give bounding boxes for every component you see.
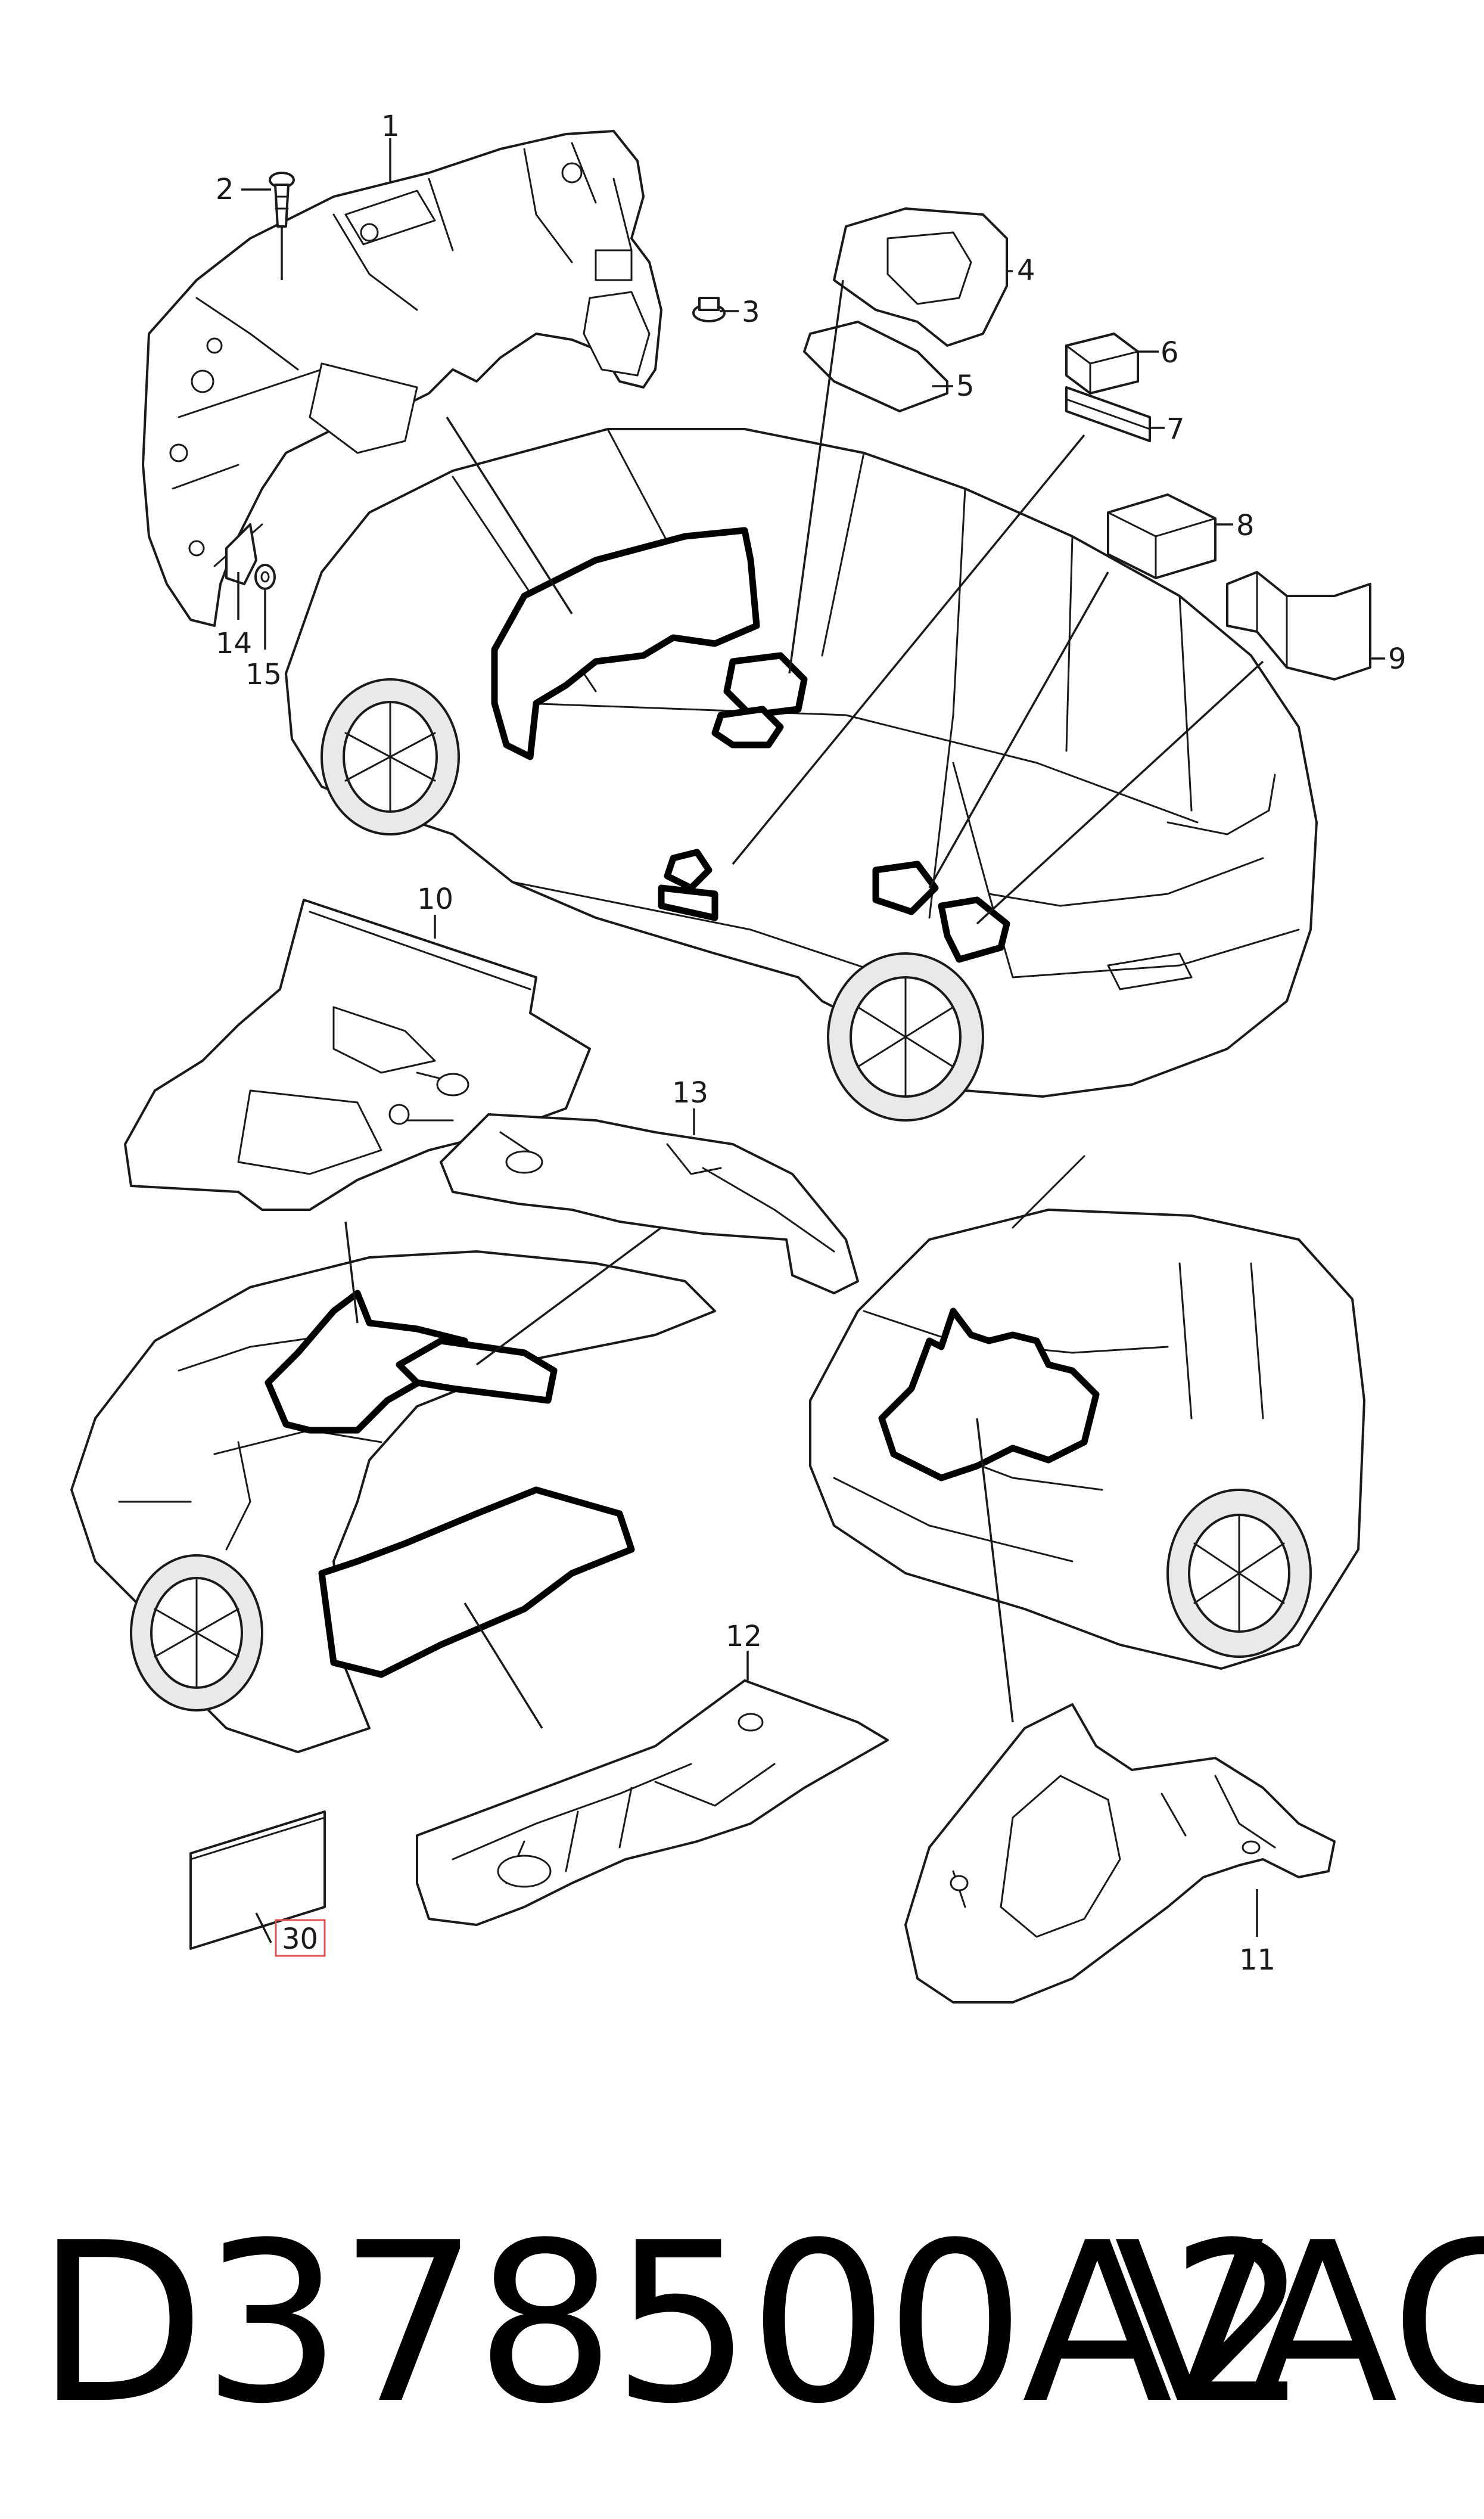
part-2-clip [269,172,295,280]
part-8-block [1107,493,1217,579]
part-15-washer [254,564,276,650]
part-14-grommet [225,523,257,620]
part-13-rear-shelf [440,1113,859,1294]
callout-30-highlight-box [275,1919,326,1957]
part-4-damping-pad [833,207,1008,347]
callout-labels: 1 2 3 4 5 6 7 8 9 10 11 12 13 14 15 30 [216,110,1407,1977]
part-12-floor-mat [416,1679,889,1926]
part-5-mat [803,321,948,412]
callout-8: 8 [1236,509,1255,542]
callout-9: 9 [1388,642,1407,676]
part-3-nut [692,297,726,322]
callout-12: 12 [726,1620,762,1653]
callout-6: 6 [1161,336,1179,369]
part-number: D378500A2 [36,2196,1309,2452]
part-9-bracket [1226,571,1371,681]
leader-lines [241,138,1385,1943]
callout-2: 2 [216,173,234,206]
part-1-front-insulation [142,130,662,627]
footer: D378500A2 VAG [0,2199,1484,2449]
callout-4: 4 [1017,254,1035,287]
part-11-quarter-trim [904,1703,1336,2004]
callout-3: 3 [742,296,760,329]
callout-30: 30 [282,1922,318,1956]
callout-15: 15 [245,658,282,691]
part-6-block [1065,333,1139,395]
callout-14: 14 [216,627,252,660]
callout-1: 1 [381,110,400,143]
highlight-outlines-lower-right [878,1307,1100,1481]
part-30-sheet [189,1810,326,1950]
brand-label: VAG [1114,2196,1484,2452]
car-lower-left-illustration [70,1250,716,1753]
part-7-strip [1065,386,1151,442]
callout-5: 5 [956,369,975,403]
highlight-outlines-lower-left [265,1290,635,1678]
callout-13: 13 [672,1076,708,1110]
callout-10: 10 [417,883,453,916]
highlight-outlines-top [491,527,1010,963]
callout-7: 7 [1166,412,1185,446]
callout-11: 11 [1239,1943,1275,1977]
